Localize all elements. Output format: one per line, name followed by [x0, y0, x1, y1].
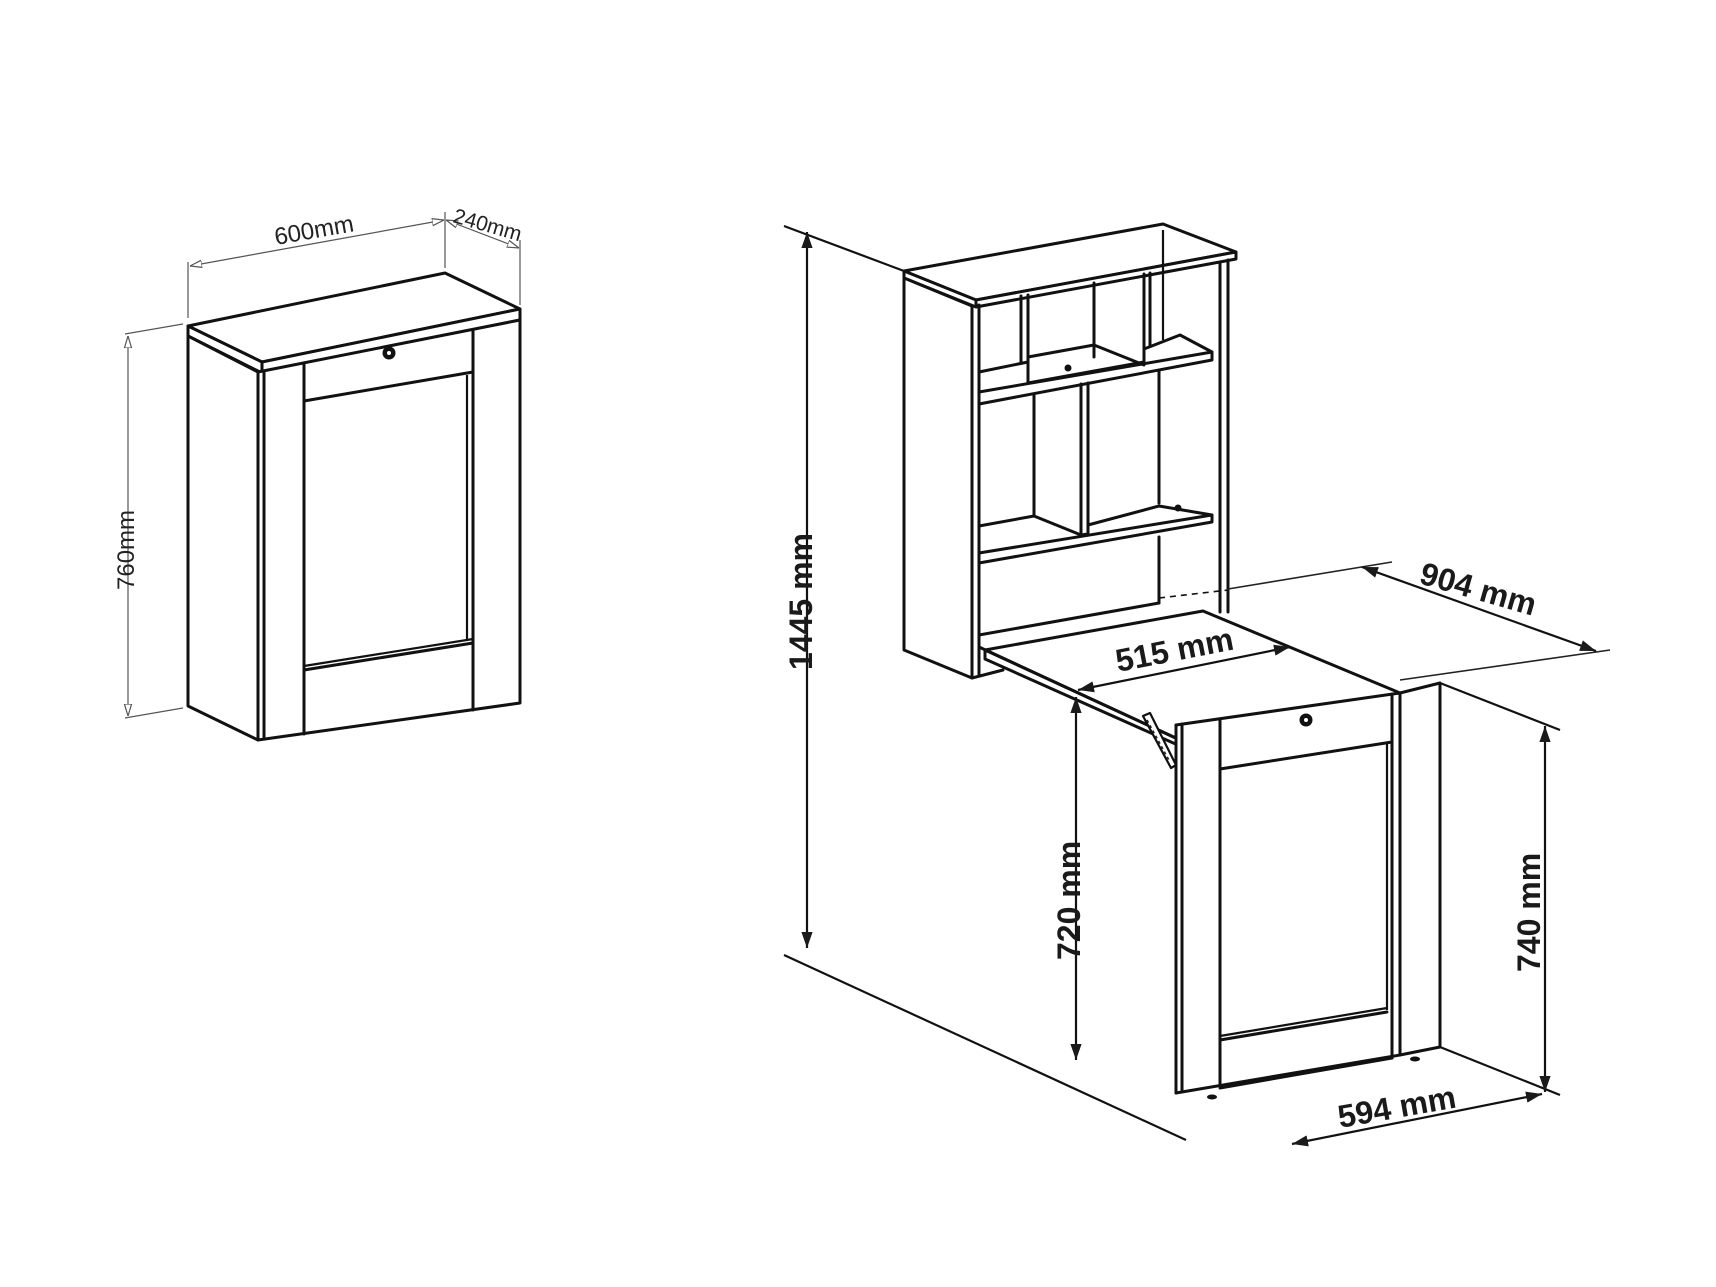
hutch-top: [902, 222, 1238, 309]
cabinet-front: [256, 318, 522, 742]
dimension-total-height: 1445 mm: [783, 232, 819, 948]
closed-cabinet-view: 600mm 240mm 760mm: [113, 205, 525, 742]
dimension-base-height: 740 mm: [1511, 726, 1551, 1092]
cabinet-side-panel: [186, 334, 260, 742]
dimension-base-width: 594 mm: [1291, 1079, 1543, 1147]
label-base-width: 594 mm: [1335, 1079, 1459, 1135]
label-base-height: 740 mm: [1511, 853, 1547, 972]
hutch-side-panel: [902, 276, 974, 680]
label-depth-closed: 240mm: [451, 205, 525, 246]
label-total-height: 1445 mm: [783, 533, 819, 670]
base-cabinet: [1174, 681, 1442, 1100]
open-desk-view: 1445 mm 904 mm 515 mm 720 mm 594 mm 740 …: [783, 222, 1611, 1147]
hutch-shelves: [977, 230, 1229, 637]
label-height-closed: 760mm: [113, 510, 140, 590]
label-desk-height: 720 mm: [1051, 841, 1087, 960]
label-desk-depth: 904 mm: [1416, 555, 1540, 622]
dimension-desk-height: 720 mm: [1051, 697, 1087, 1060]
label-width-closed: 600mm: [272, 210, 356, 250]
dimension-height-closed: 760mm: [113, 323, 184, 719]
